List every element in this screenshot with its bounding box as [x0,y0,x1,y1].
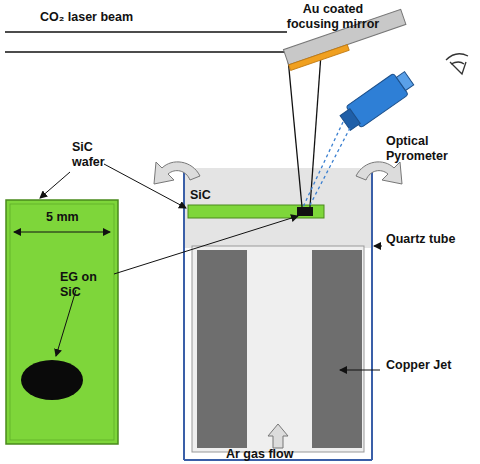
leader-arrow [114,216,298,274]
laser-beam [5,31,287,32]
eg-label: EG on SiC [60,270,120,300]
dimension-line [14,232,110,233]
quartz-tube-wall [183,168,185,460]
laser-beam [287,48,302,207]
pyrometer-label: Optical Pyrometer [386,134,466,164]
tube-gas-region [184,168,372,248]
leader-arrow [40,172,70,198]
sic-label: SiC [190,188,230,203]
beam-label: CO₂ laser beam [40,10,190,25]
jet-label: Copper Jet [386,358,466,373]
flow-label: Ar gas flow [226,447,316,462]
laser-beam [310,40,322,207]
eg-region [21,360,83,400]
sic-wafer-zoom [6,200,118,444]
optical-pyrometer [338,68,417,134]
leader-arrow [56,290,76,356]
gas-flow-arrow [268,424,288,448]
leader-arrow [340,370,380,371]
copper-jet-body [192,246,364,452]
eg-spot [297,207,313,216]
copper-jet-wall [312,250,362,448]
laser-beam [5,51,292,52]
eye-icon [446,54,468,74]
copper-jet-wall [197,250,247,448]
rotation-arrow [356,162,402,184]
tube-label: Quartz tube [386,232,466,247]
pyrometer-sight [309,128,350,207]
rotation-arrow [154,162,200,184]
leader-arrow [104,164,186,208]
quartz-tube-wall [371,168,373,460]
sic-wafer-edge [10,204,114,440]
tube-interior [184,168,372,460]
pyrometer-sight [303,122,343,207]
dimension-label: 5 mm [46,210,96,225]
mirror-label: Au coated focusing mirror [278,2,388,32]
sic-wafer-bar [188,205,324,218]
wafer-label: SiC wafer [72,140,122,170]
leader-arrow [374,246,382,247]
